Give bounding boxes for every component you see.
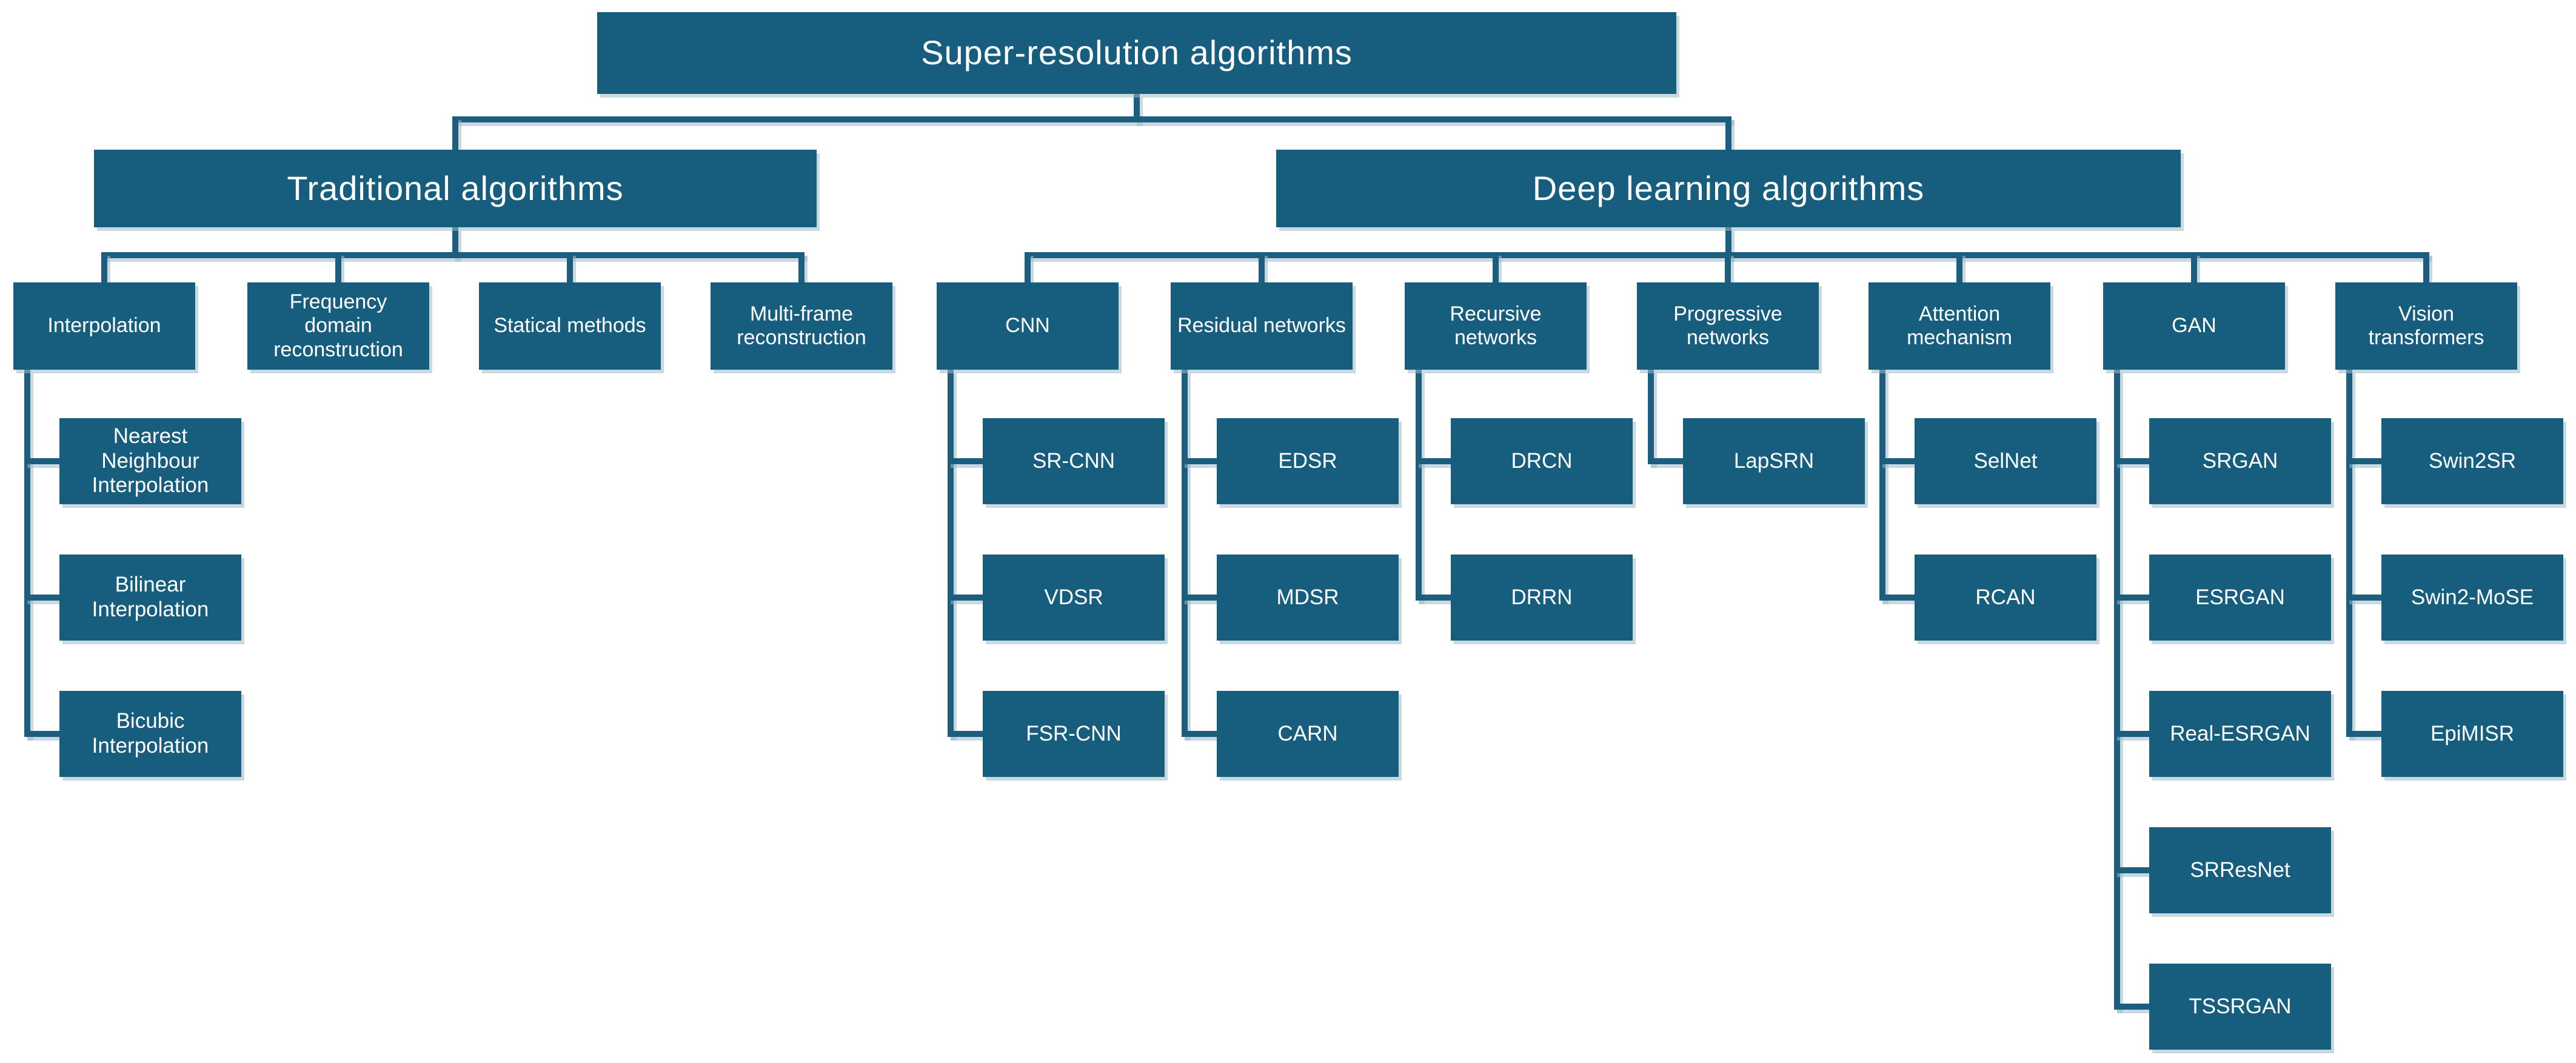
node-vdsr: VDSR — [983, 555, 1165, 641]
connector-line — [1416, 370, 1422, 601]
connector-line — [2114, 867, 2149, 873]
node-real-esrgan: Real-ESRGAN — [2149, 691, 2331, 777]
node-vision-transformers: Vision transformers — [2335, 282, 2517, 370]
connector-line — [948, 458, 983, 464]
connector-line — [2114, 731, 2149, 737]
connector-line — [2114, 458, 2149, 464]
connector-line — [798, 252, 805, 282]
connector-line — [1956, 252, 1962, 282]
connector-line — [24, 458, 59, 464]
connector-line — [24, 731, 59, 737]
connector-line — [1879, 370, 1885, 601]
node-rcan: RCAN — [1915, 555, 2096, 641]
connector-line — [1182, 731, 1217, 737]
node-drrn: DRRN — [1451, 555, 1633, 641]
connector-line — [1879, 595, 1915, 601]
node-sr-cnn: SR-CNN — [983, 418, 1165, 504]
connector-line — [1416, 458, 1451, 464]
connector-line — [1725, 227, 1731, 258]
node-srresnet: SRResNet — [2149, 827, 2331, 913]
connector-line — [2114, 370, 2120, 1010]
connector-line — [2114, 595, 2149, 601]
connector-line — [452, 116, 1731, 122]
connector-line — [2346, 595, 2381, 601]
node-mdsr: MDSR — [1217, 555, 1399, 641]
connector-line — [1725, 252, 1731, 282]
node-drcn: DRCN — [1451, 418, 1633, 504]
node-gan: GAN — [2103, 282, 2285, 370]
connector-line — [2114, 1004, 2149, 1010]
connector-line — [452, 116, 458, 150]
connector-line — [2346, 458, 2381, 464]
node-recursive-networks: Recursive networks — [1405, 282, 1587, 370]
node-srgan: SRGAN — [2149, 418, 2331, 504]
connector-line — [948, 370, 954, 737]
connector-line — [2191, 252, 2197, 282]
connector-line — [2346, 731, 2381, 737]
connector-line — [1725, 116, 1731, 150]
node-statical-methods: Statical methods — [479, 282, 661, 370]
node-carn: CARN — [1217, 691, 1399, 777]
node-swin2sr: Swin2SR — [2381, 418, 2563, 504]
node-cnn: CNN — [937, 282, 1119, 370]
connector-line — [1493, 252, 1499, 282]
node-tssrgan: TSSRGAN — [2149, 964, 2331, 1050]
connector-line — [1025, 252, 1031, 282]
connector-line — [1182, 595, 1217, 601]
node-progressive-networks: Progressive networks — [1637, 282, 1819, 370]
connector-line — [335, 252, 341, 282]
node-traditional-algorithms: Traditional algorithms — [94, 150, 817, 227]
node-nearest-neighbour-interpolation: Nearest Neighbour Interpolation — [59, 418, 241, 504]
connector-line — [24, 370, 30, 737]
connector-line — [1648, 370, 1654, 464]
node-attention-mechanism: Attention mechanism — [1868, 282, 2050, 370]
connector-line — [24, 595, 59, 601]
connector-line — [1416, 595, 1451, 601]
node-deep-learning-algorithms: Deep learning algorithms — [1276, 150, 2181, 227]
connector-line — [567, 252, 573, 282]
connector-line — [948, 595, 983, 601]
connector-line — [948, 731, 983, 737]
connector-line — [1879, 458, 1915, 464]
node-multi-frame-reconstruction: Multi-frame reconstruction — [711, 282, 892, 370]
connector-line — [1182, 458, 1217, 464]
connector-line — [2346, 370, 2352, 737]
connector-line — [1259, 252, 1265, 282]
connector-line — [101, 252, 107, 282]
node-interpolation: Interpolation — [13, 282, 195, 370]
node-bilinear-interpolation: Bilinear Interpolation — [59, 555, 241, 641]
node-frequency-domain-reconstruction: Frequency domain reconstruction — [247, 282, 429, 370]
node-residual-networks: Residual networks — [1171, 282, 1353, 370]
node-bicubic-interpolation: Bicubic Interpolation — [59, 691, 241, 777]
connector-line — [1134, 94, 1140, 122]
connector-line — [2423, 252, 2429, 282]
node-super-resolution-algorithms: Super-resolution algorithms — [597, 12, 1676, 94]
node-lapsrn: LapSRN — [1683, 418, 1865, 504]
connector-line — [101, 252, 805, 258]
connector-line — [452, 227, 458, 258]
connector-line — [1648, 458, 1683, 464]
node-edsr: EDSR — [1217, 418, 1399, 504]
connector-line — [1182, 370, 1188, 737]
node-fsr-cnn: FSR-CNN — [983, 691, 1165, 777]
node-selnet: SelNet — [1915, 418, 2096, 504]
node-esrgan: ESRGAN — [2149, 555, 2331, 641]
node-epimisr: EpiMISR — [2381, 691, 2563, 777]
node-swin2-mose: Swin2-MoSE — [2381, 555, 2563, 641]
